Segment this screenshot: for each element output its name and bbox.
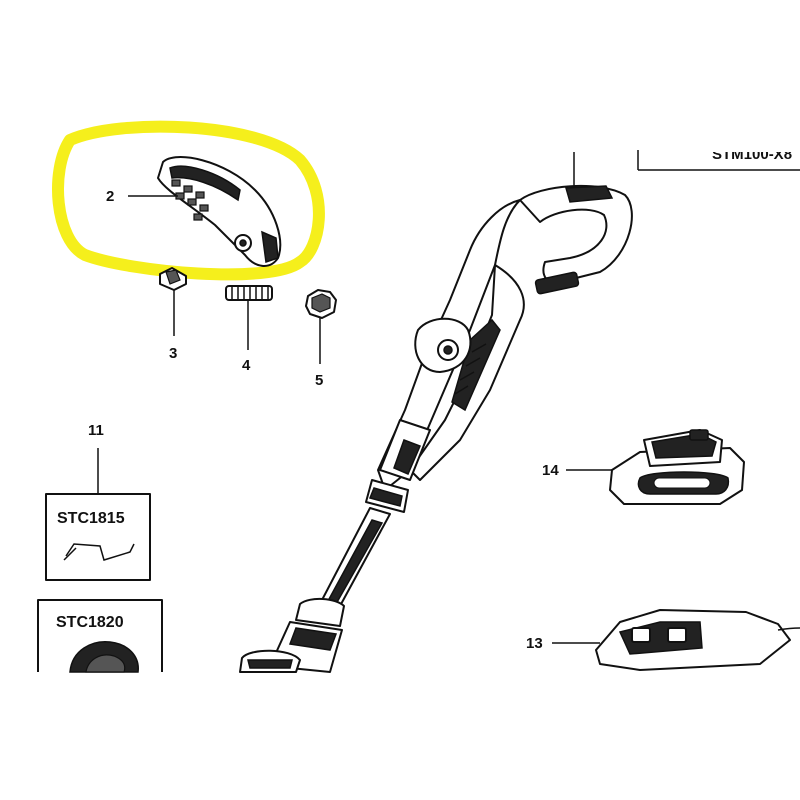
accessory-box-stc1815: STC1815	[45, 493, 151, 581]
callout-11: 11	[88, 422, 104, 439]
accessory-label-stc1820: STC1820	[56, 614, 124, 631]
callout-13: 13	[526, 635, 543, 652]
handle-cover-part	[157, 156, 282, 267]
model-label-box: STM100-X8	[637, 140, 800, 171]
clip-part	[159, 267, 187, 291]
callout-14: 14	[542, 462, 559, 479]
callout-2: 2	[106, 188, 114, 205]
charger-part	[595, 609, 800, 671]
spring-part	[225, 285, 273, 301]
callout-3: 3	[169, 345, 177, 362]
callout-5: 5	[315, 372, 323, 389]
highlight-ring	[52, 120, 325, 281]
battery-part	[609, 429, 745, 505]
trimmer-body	[239, 185, 633, 673]
accessory-box-stc1820: STC1820	[37, 599, 163, 673]
accessory-label-stc1815: STC1815	[57, 510, 125, 527]
callout-4: 4	[242, 357, 251, 374]
nut-part	[305, 289, 337, 319]
